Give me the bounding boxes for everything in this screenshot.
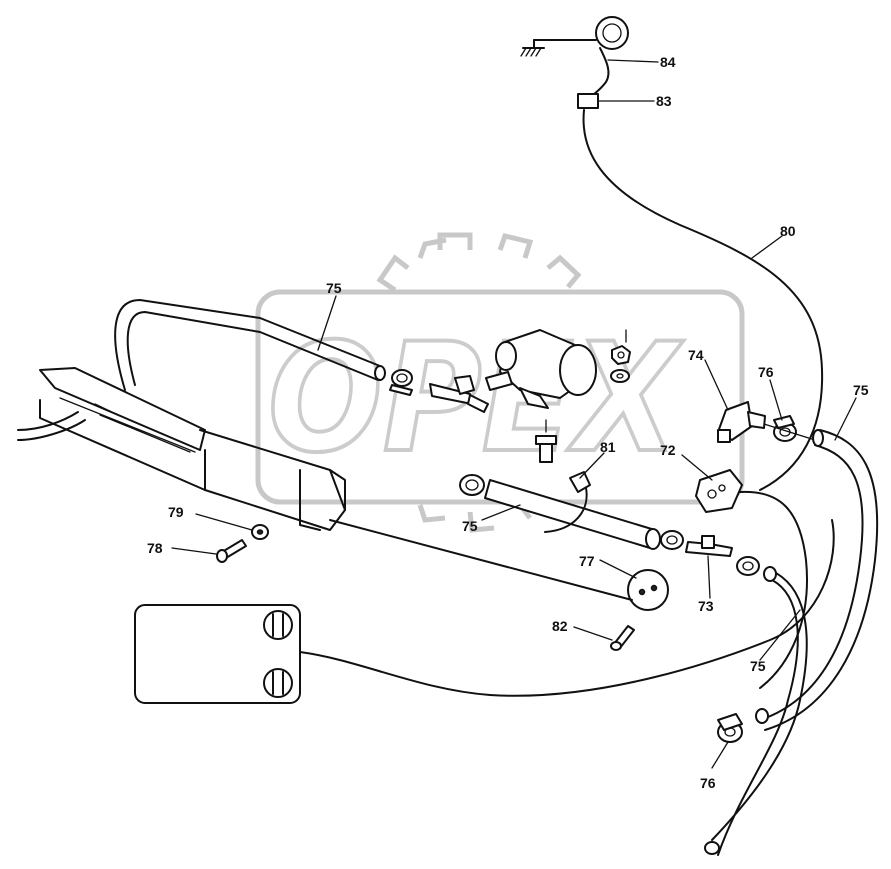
grommet-77 (627, 569, 669, 611)
callout-75-top: 75 (326, 280, 342, 296)
callout-75-right: 75 (853, 382, 869, 398)
washer-79 (251, 524, 269, 540)
reservoir-hose (299, 519, 835, 697)
tube-75-upper (114, 299, 381, 391)
ground-symbol (520, 39, 597, 57)
hose-clamp-73-left (660, 530, 684, 550)
leader-lines (171, 59, 857, 769)
hose-clamp-76-lower (717, 713, 743, 743)
reservoir-cap-upper (263, 610, 293, 640)
callout-75-bottom: 75 (750, 658, 766, 674)
tube-75-lower (711, 569, 808, 841)
tube-75-lower-end (704, 841, 720, 855)
washer-pump-motor (485, 329, 597, 409)
tube-75-lower-start (763, 566, 777, 582)
hose-clamp-73-right (736, 556, 760, 576)
callout-82: 82 (552, 618, 568, 634)
cable-tie-tail (544, 487, 588, 533)
connector-73 (685, 535, 733, 557)
tube-75-right-inner (764, 429, 879, 731)
tube-75-lower-inner (717, 579, 799, 856)
tube-end-lower-right (755, 708, 769, 724)
wire-80-lower (739, 490, 808, 689)
wire-channel-to-grommet (329, 519, 633, 601)
callout-73: 73 (698, 598, 714, 614)
callout-labels: 84 83 80 75 74 76 75 81 72 75 79 78 77 7… (147, 54, 869, 791)
callout-78: 78 (147, 540, 163, 556)
tube-75-upper-inner (126, 311, 379, 386)
callout-76-top: 76 (758, 364, 774, 380)
elbow-link (763, 423, 816, 441)
frame-channel (17, 367, 346, 531)
nut-and-washer (610, 329, 631, 383)
tee-fitting-upper (429, 375, 489, 413)
washer-reservoir (134, 604, 301, 704)
indicator-lamp (595, 16, 629, 50)
hose-clamp-76-upper (773, 415, 797, 442)
callout-81: 81 (600, 439, 616, 455)
tube-75-right (759, 444, 864, 721)
callout-75-mid: 75 (462, 518, 478, 534)
callout-74: 74 (688, 347, 704, 363)
tee-fitting-72 (695, 469, 743, 513)
callout-77: 77 (579, 553, 595, 569)
callout-83: 83 (656, 93, 672, 109)
tube-75-mid-end (645, 528, 661, 550)
pump-bolt (535, 419, 557, 463)
callout-79: 79 (168, 504, 184, 520)
lamp-wire (591, 47, 610, 97)
wire-connector (577, 93, 599, 109)
cable-tie-81 (569, 471, 591, 493)
elbow-fitting-74 (717, 401, 766, 443)
reservoir-cap-lower (263, 668, 293, 698)
callout-76-bottom: 76 (700, 775, 716, 791)
screw-82 (610, 625, 635, 651)
tube-75-mid (484, 479, 656, 549)
callout-80: 80 (780, 223, 796, 239)
screw-78 (216, 539, 247, 563)
watermark-gear-outline (376, 232, 582, 293)
tube-75-end (374, 365, 386, 381)
hose-clamp-left (389, 369, 413, 396)
callout-84: 84 (660, 54, 676, 70)
tube-75-right-end (812, 429, 824, 447)
callout-72: 72 (660, 442, 676, 458)
hose-clamp-mid (459, 474, 485, 496)
